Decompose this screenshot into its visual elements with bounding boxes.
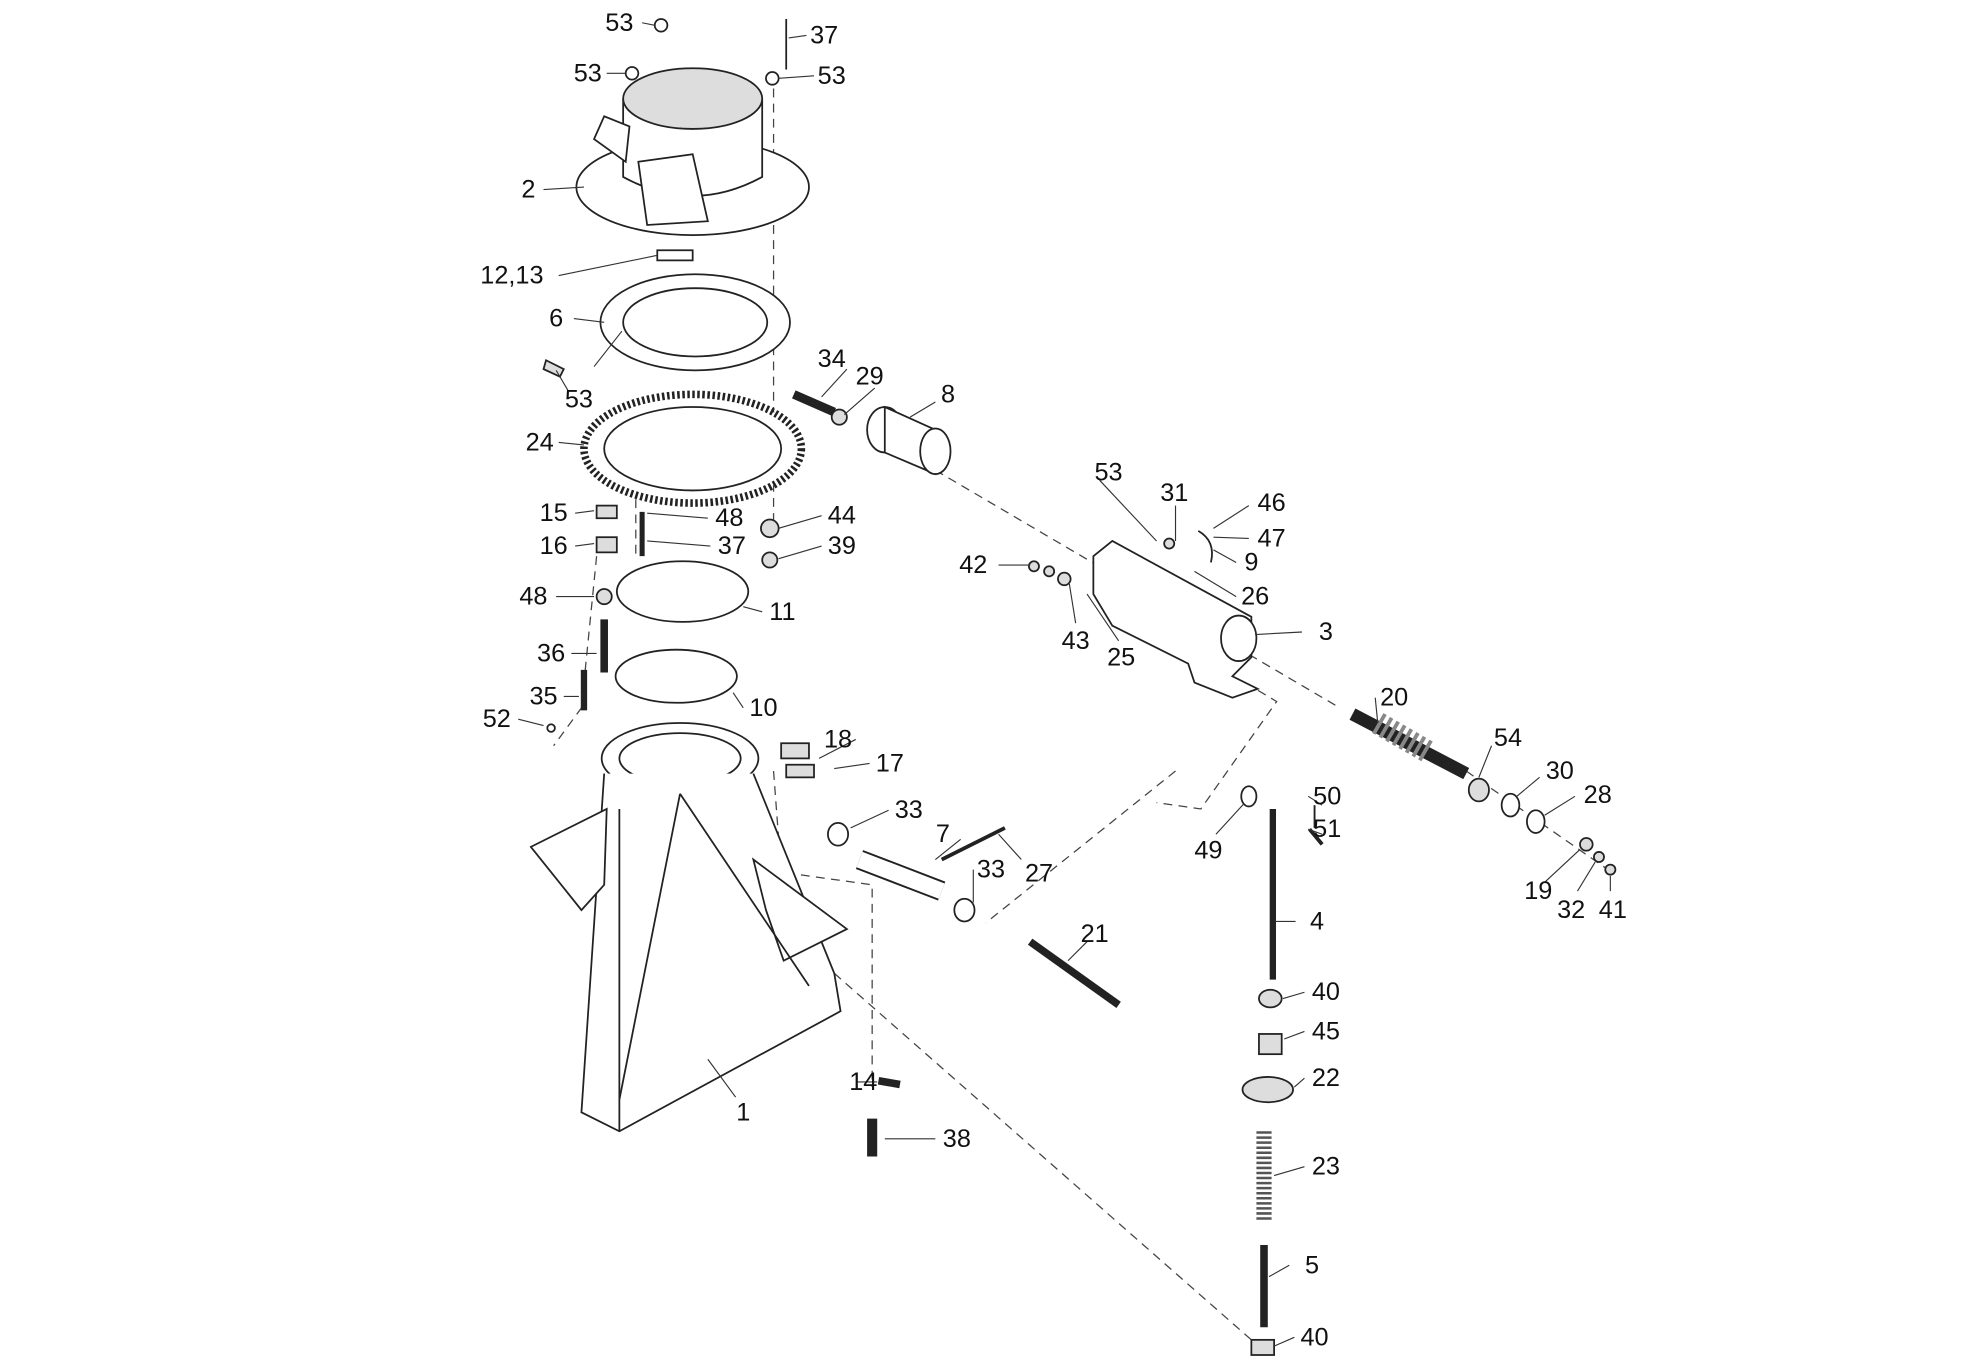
part-label: 8 [941, 380, 955, 408]
part-label: 10 [749, 694, 777, 722]
part-8-motor [792, 390, 952, 476]
part-10-disc [614, 648, 738, 704]
part-label: 22 [1312, 1064, 1340, 1092]
part-label: 52 [483, 705, 511, 733]
part-label: 41 [1599, 896, 1627, 924]
part-label: 47 [1258, 524, 1286, 552]
part-label: 53 [605, 9, 633, 37]
part-label: 30 [1546, 757, 1574, 785]
part-label: 18 [824, 725, 852, 753]
part-label: 53 [1094, 459, 1122, 487]
part-label: 19 [1524, 877, 1552, 905]
part-label: 51 [1313, 815, 1341, 843]
part-label: 39 [828, 532, 856, 560]
part-label: 49 [1194, 837, 1222, 865]
leader-lines [518, 22, 1611, 1347]
part-label: 40 [1312, 978, 1340, 1006]
part-label: 16 [540, 532, 568, 560]
part-6-ring [542, 249, 791, 378]
part-label: 9 [1244, 548, 1258, 576]
part-label: 53 [565, 385, 593, 413]
part-2-hood [575, 18, 810, 236]
part-label: 2 [521, 176, 535, 204]
part-label: 29 [856, 363, 884, 391]
part-label: 53 [818, 62, 846, 90]
part-label: 27 [1025, 859, 1053, 887]
part-3-housing [1028, 530, 1260, 699]
part-label: 7 [936, 820, 950, 848]
part-label: 15 [540, 499, 568, 527]
part-7-tube [827, 821, 1121, 1157]
part-24-slewing-gear [580, 390, 806, 507]
part-label: 25 [1107, 643, 1135, 671]
part-label: 11 [769, 598, 795, 626]
part-label: 37 [810, 21, 838, 49]
part-label: 32 [1557, 896, 1585, 924]
part-label: 36 [537, 639, 565, 667]
part-label: 35 [529, 682, 557, 710]
part-label: 43 [1062, 627, 1090, 655]
part-label: 33 [977, 856, 1005, 884]
part-label: 45 [1312, 1017, 1340, 1045]
part-label: 31 [1160, 479, 1188, 507]
part-label: 28 [1584, 781, 1612, 809]
part-label: 17 [876, 749, 904, 777]
part-label: 53 [574, 59, 602, 87]
part-label: 14 [849, 1068, 877, 1096]
part-label: 1 [736, 1098, 750, 1126]
part-label: 46 [1258, 489, 1286, 517]
part-label: 5 [1305, 1251, 1319, 1279]
part-label: 38 [943, 1125, 971, 1153]
part-label: 4 [1310, 907, 1324, 935]
part-label: 6 [549, 305, 563, 333]
part-label: 37 [718, 532, 746, 560]
part-label: 50 [1313, 782, 1341, 810]
part-label: 12,13 [480, 262, 543, 290]
part-label: 33 [895, 796, 923, 824]
part-label: 34 [818, 345, 846, 373]
part-label: 48 [519, 583, 547, 611]
part-label: 40 [1301, 1323, 1329, 1351]
part-label: 48 [715, 504, 743, 532]
part-4-shaft-assembly [1240, 785, 1324, 1356]
part-1-base [529, 722, 849, 1133]
small-fasteners [546, 504, 780, 733]
part-label: 23 [1312, 1153, 1340, 1181]
part-label: 26 [1241, 583, 1269, 611]
part-11-disc [615, 560, 750, 623]
part-labels: 53 37 53 53 2 12,13 6 53 34 29 8 24 15 4… [480, 9, 1627, 1352]
part-label: 24 [526, 428, 554, 456]
part-label: 54 [1494, 724, 1522, 752]
part-label: 20 [1380, 684, 1408, 712]
part-label: 21 [1081, 920, 1109, 948]
part-label: 44 [828, 502, 856, 530]
part-20-worm [1349, 708, 1617, 876]
part-label: 3 [1319, 618, 1333, 646]
part-label: 42 [959, 551, 987, 579]
